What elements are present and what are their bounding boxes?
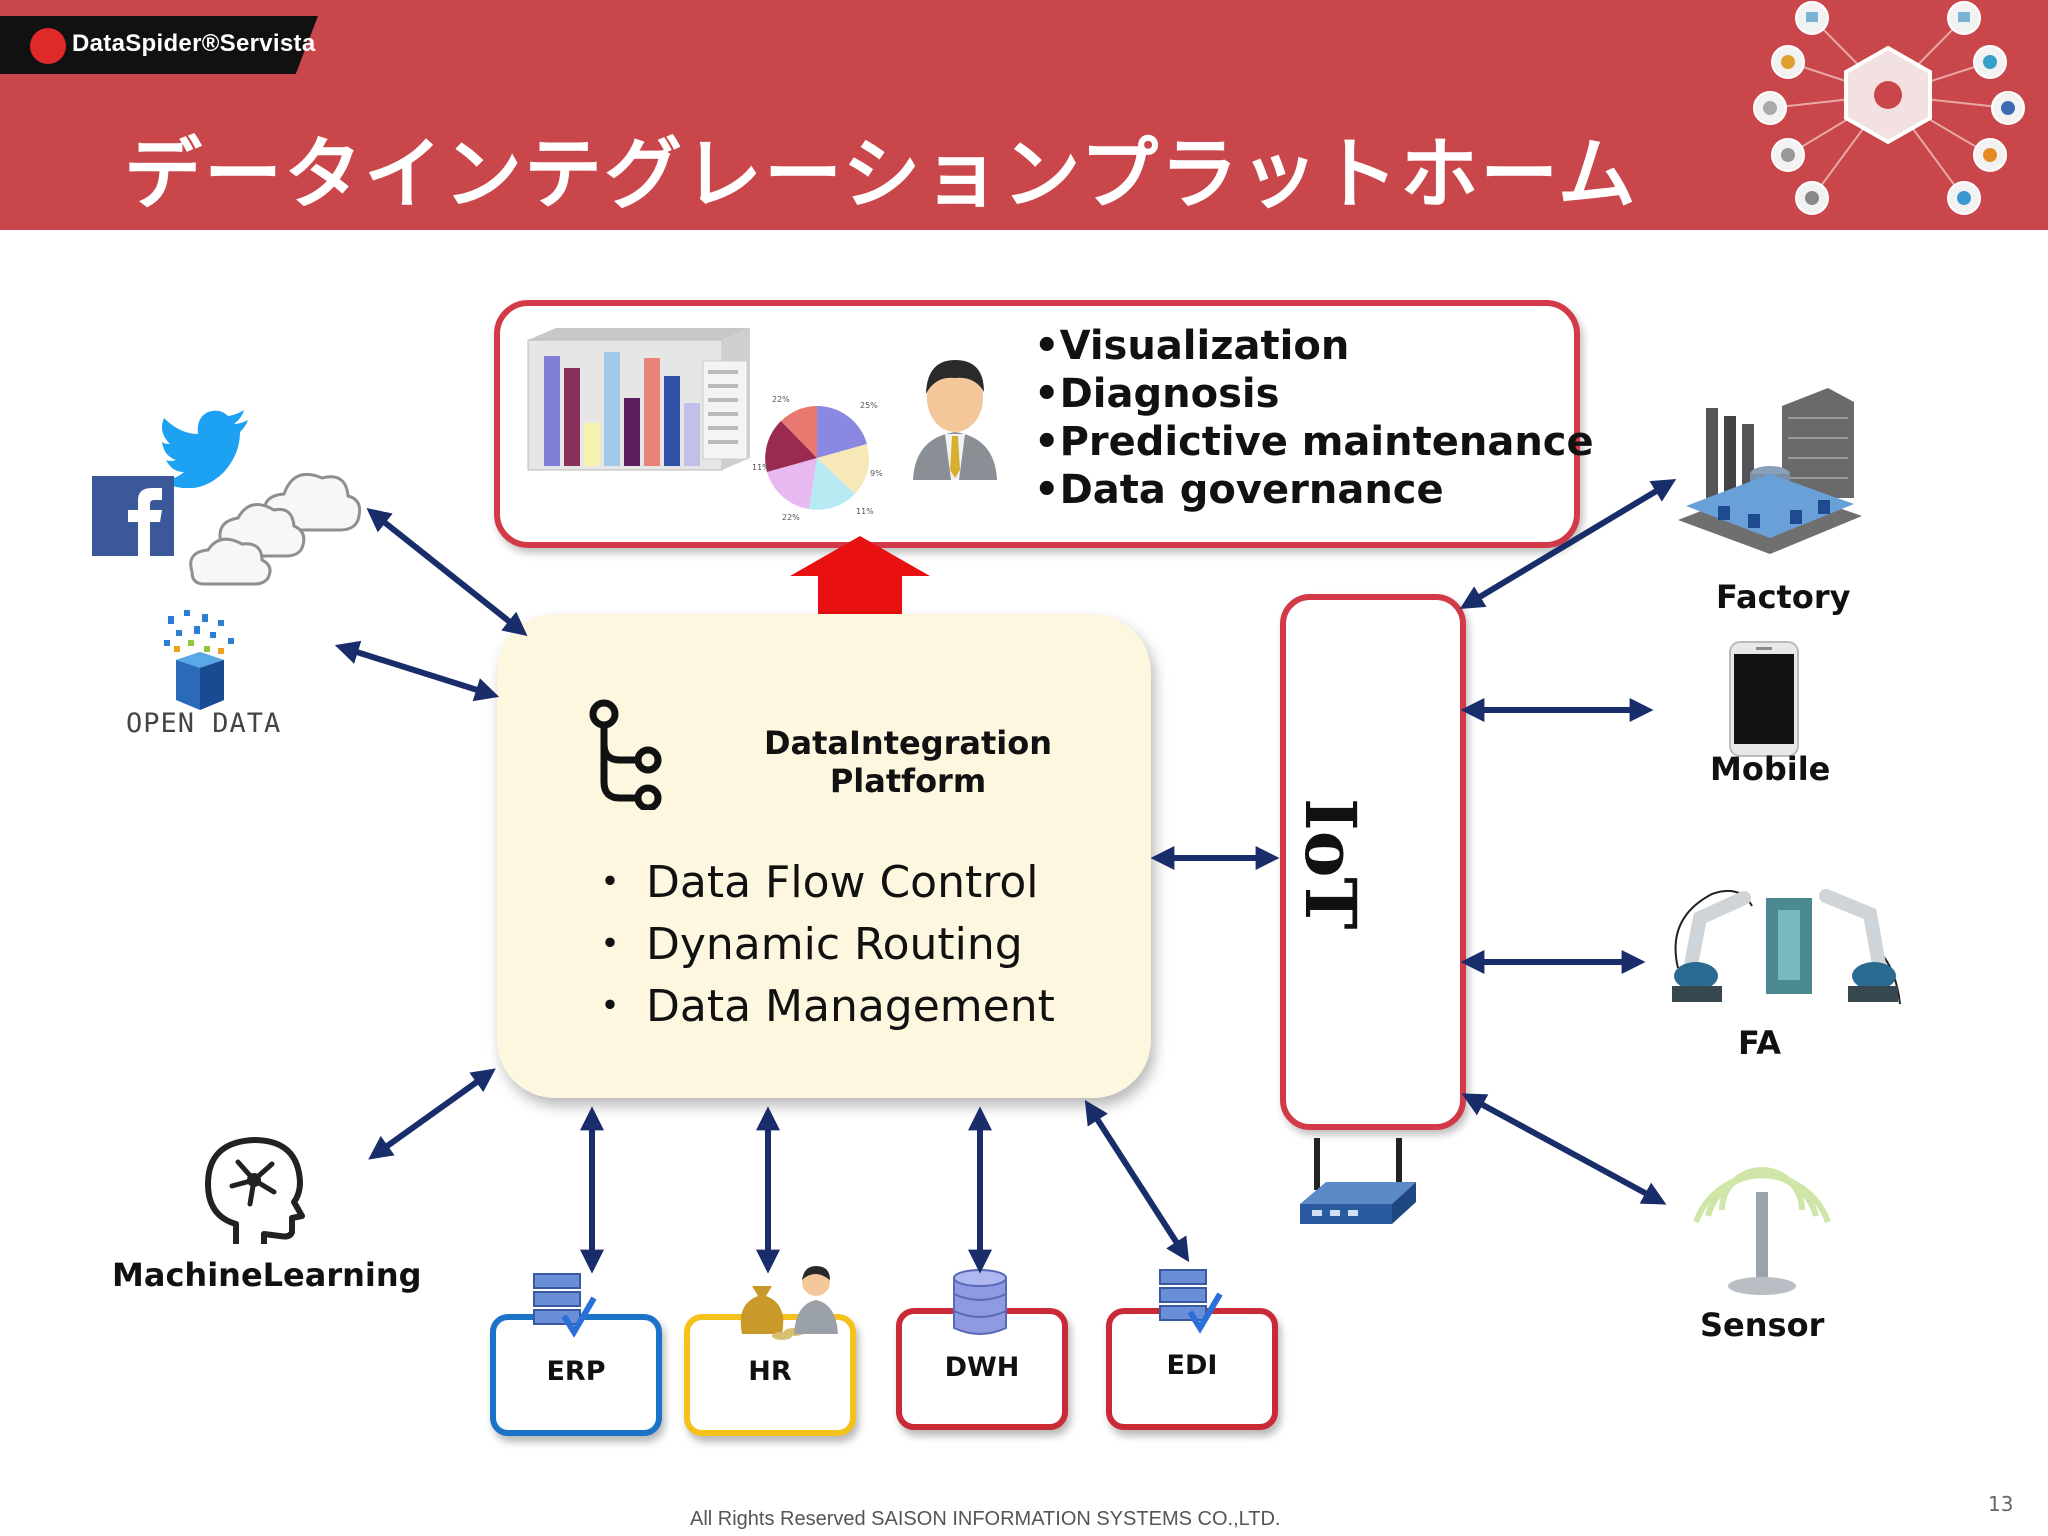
brain-head-icon bbox=[205, 1137, 305, 1244]
businessman-icon bbox=[913, 360, 997, 480]
brand-name: DataSpider®Servista bbox=[72, 30, 316, 57]
chart-legend-icon bbox=[702, 360, 748, 460]
pie-label: 11% bbox=[856, 507, 874, 516]
feature-predictive-maintenance: •Predictive maintenance bbox=[1034, 419, 1594, 465]
feature-data-flow-control: ・ Data Flow Control bbox=[588, 857, 1039, 908]
feature-data-management: ・ Data Management bbox=[588, 981, 1055, 1032]
pie-label: 9% bbox=[870, 469, 882, 478]
arrow-ml-platform bbox=[368, 1068, 496, 1160]
factory-automation-robots-icon bbox=[1672, 889, 1901, 1005]
arrow-iot-sensor bbox=[1461, 1093, 1667, 1205]
twitter-bird-icon bbox=[158, 410, 248, 488]
arrow-iot-factory bbox=[1459, 479, 1677, 609]
facebook-icon bbox=[92, 476, 174, 556]
spider-logo-icon bbox=[30, 28, 66, 64]
integration-platform bbox=[497, 614, 1151, 1098]
system-label-dwh: DWH bbox=[944, 1352, 1020, 1383]
feature-data-governance: •Data governance bbox=[1034, 467, 1444, 513]
analytics-feature-list: •Visualization •Diagnosis •Predictive ma… bbox=[1034, 322, 1594, 514]
arrow-cloud-platform bbox=[366, 508, 528, 636]
pie-label: 22% bbox=[782, 513, 800, 522]
cloud-icon bbox=[189, 473, 362, 586]
page-title: データインテグレーションプラットホーム bbox=[124, 130, 1638, 220]
machine-learning-label: MachineLearning bbox=[112, 1256, 422, 1294]
system-box-edi bbox=[1106, 1308, 1278, 1430]
money-and-person-icon bbox=[740, 1266, 838, 1340]
feature-dynamic-routing: ・ Dynamic Routing bbox=[588, 919, 1023, 970]
platform-feature-list: ・ Data Flow Control ・ Dynamic Routing ・ … bbox=[588, 852, 1055, 1038]
system-box-hr bbox=[684, 1314, 856, 1436]
feature-diagnosis: •Diagnosis bbox=[1034, 371, 1280, 417]
up-arrow-icon bbox=[790, 536, 930, 620]
open-data-icon bbox=[164, 610, 234, 710]
platform-title: DataIntegration Platform bbox=[748, 724, 1068, 800]
device-label-factory: Factory bbox=[1716, 578, 1851, 616]
iot-gateway-router-icon bbox=[1300, 1138, 1416, 1224]
pie-chart-icon: 22% 25% 11% 9% 22% 11% bbox=[752, 395, 882, 522]
feature-visualization: •Visualization bbox=[1034, 323, 1350, 369]
server-stack-icon bbox=[533, 1273, 597, 1338]
platform-title-line1: DataIntegration bbox=[763, 724, 1053, 762]
device-label-sensor: Sensor bbox=[1700, 1306, 1825, 1344]
arrow-opendata-platform bbox=[334, 640, 500, 702]
pie-label: 11% bbox=[752, 463, 770, 472]
system-label-edi: EDI bbox=[1166, 1350, 1218, 1381]
header-banner bbox=[0, 0, 2048, 230]
page-number: 13 bbox=[1988, 1492, 2014, 1516]
pie-label: 25% bbox=[860, 401, 878, 410]
pie-label: 22% bbox=[772, 395, 790, 404]
system-label-hr: HR bbox=[748, 1356, 792, 1387]
hub-network-icon bbox=[1753, 1, 2025, 215]
copyright-footer: All Rights Reserved SAISON INFORMATION S… bbox=[690, 1508, 1281, 1530]
device-label-fa: FA bbox=[1738, 1024, 1781, 1062]
sensor-antenna-icon bbox=[1693, 1167, 1831, 1295]
server-stack-icon bbox=[1159, 1269, 1223, 1334]
system-label-erp: ERP bbox=[546, 1356, 606, 1387]
flow-branch-icon bbox=[589, 699, 662, 810]
device-label-mobile: Mobile bbox=[1710, 750, 1831, 788]
platform-title-line2: Platform bbox=[829, 762, 987, 800]
arrow-edi-platform bbox=[1084, 1099, 1190, 1263]
iot-hub-box bbox=[1280, 594, 1466, 1130]
factory-icon bbox=[1678, 388, 1862, 554]
open-data-label: OPEN DATA bbox=[126, 708, 282, 739]
mobile-phone-icon bbox=[1729, 641, 1799, 757]
